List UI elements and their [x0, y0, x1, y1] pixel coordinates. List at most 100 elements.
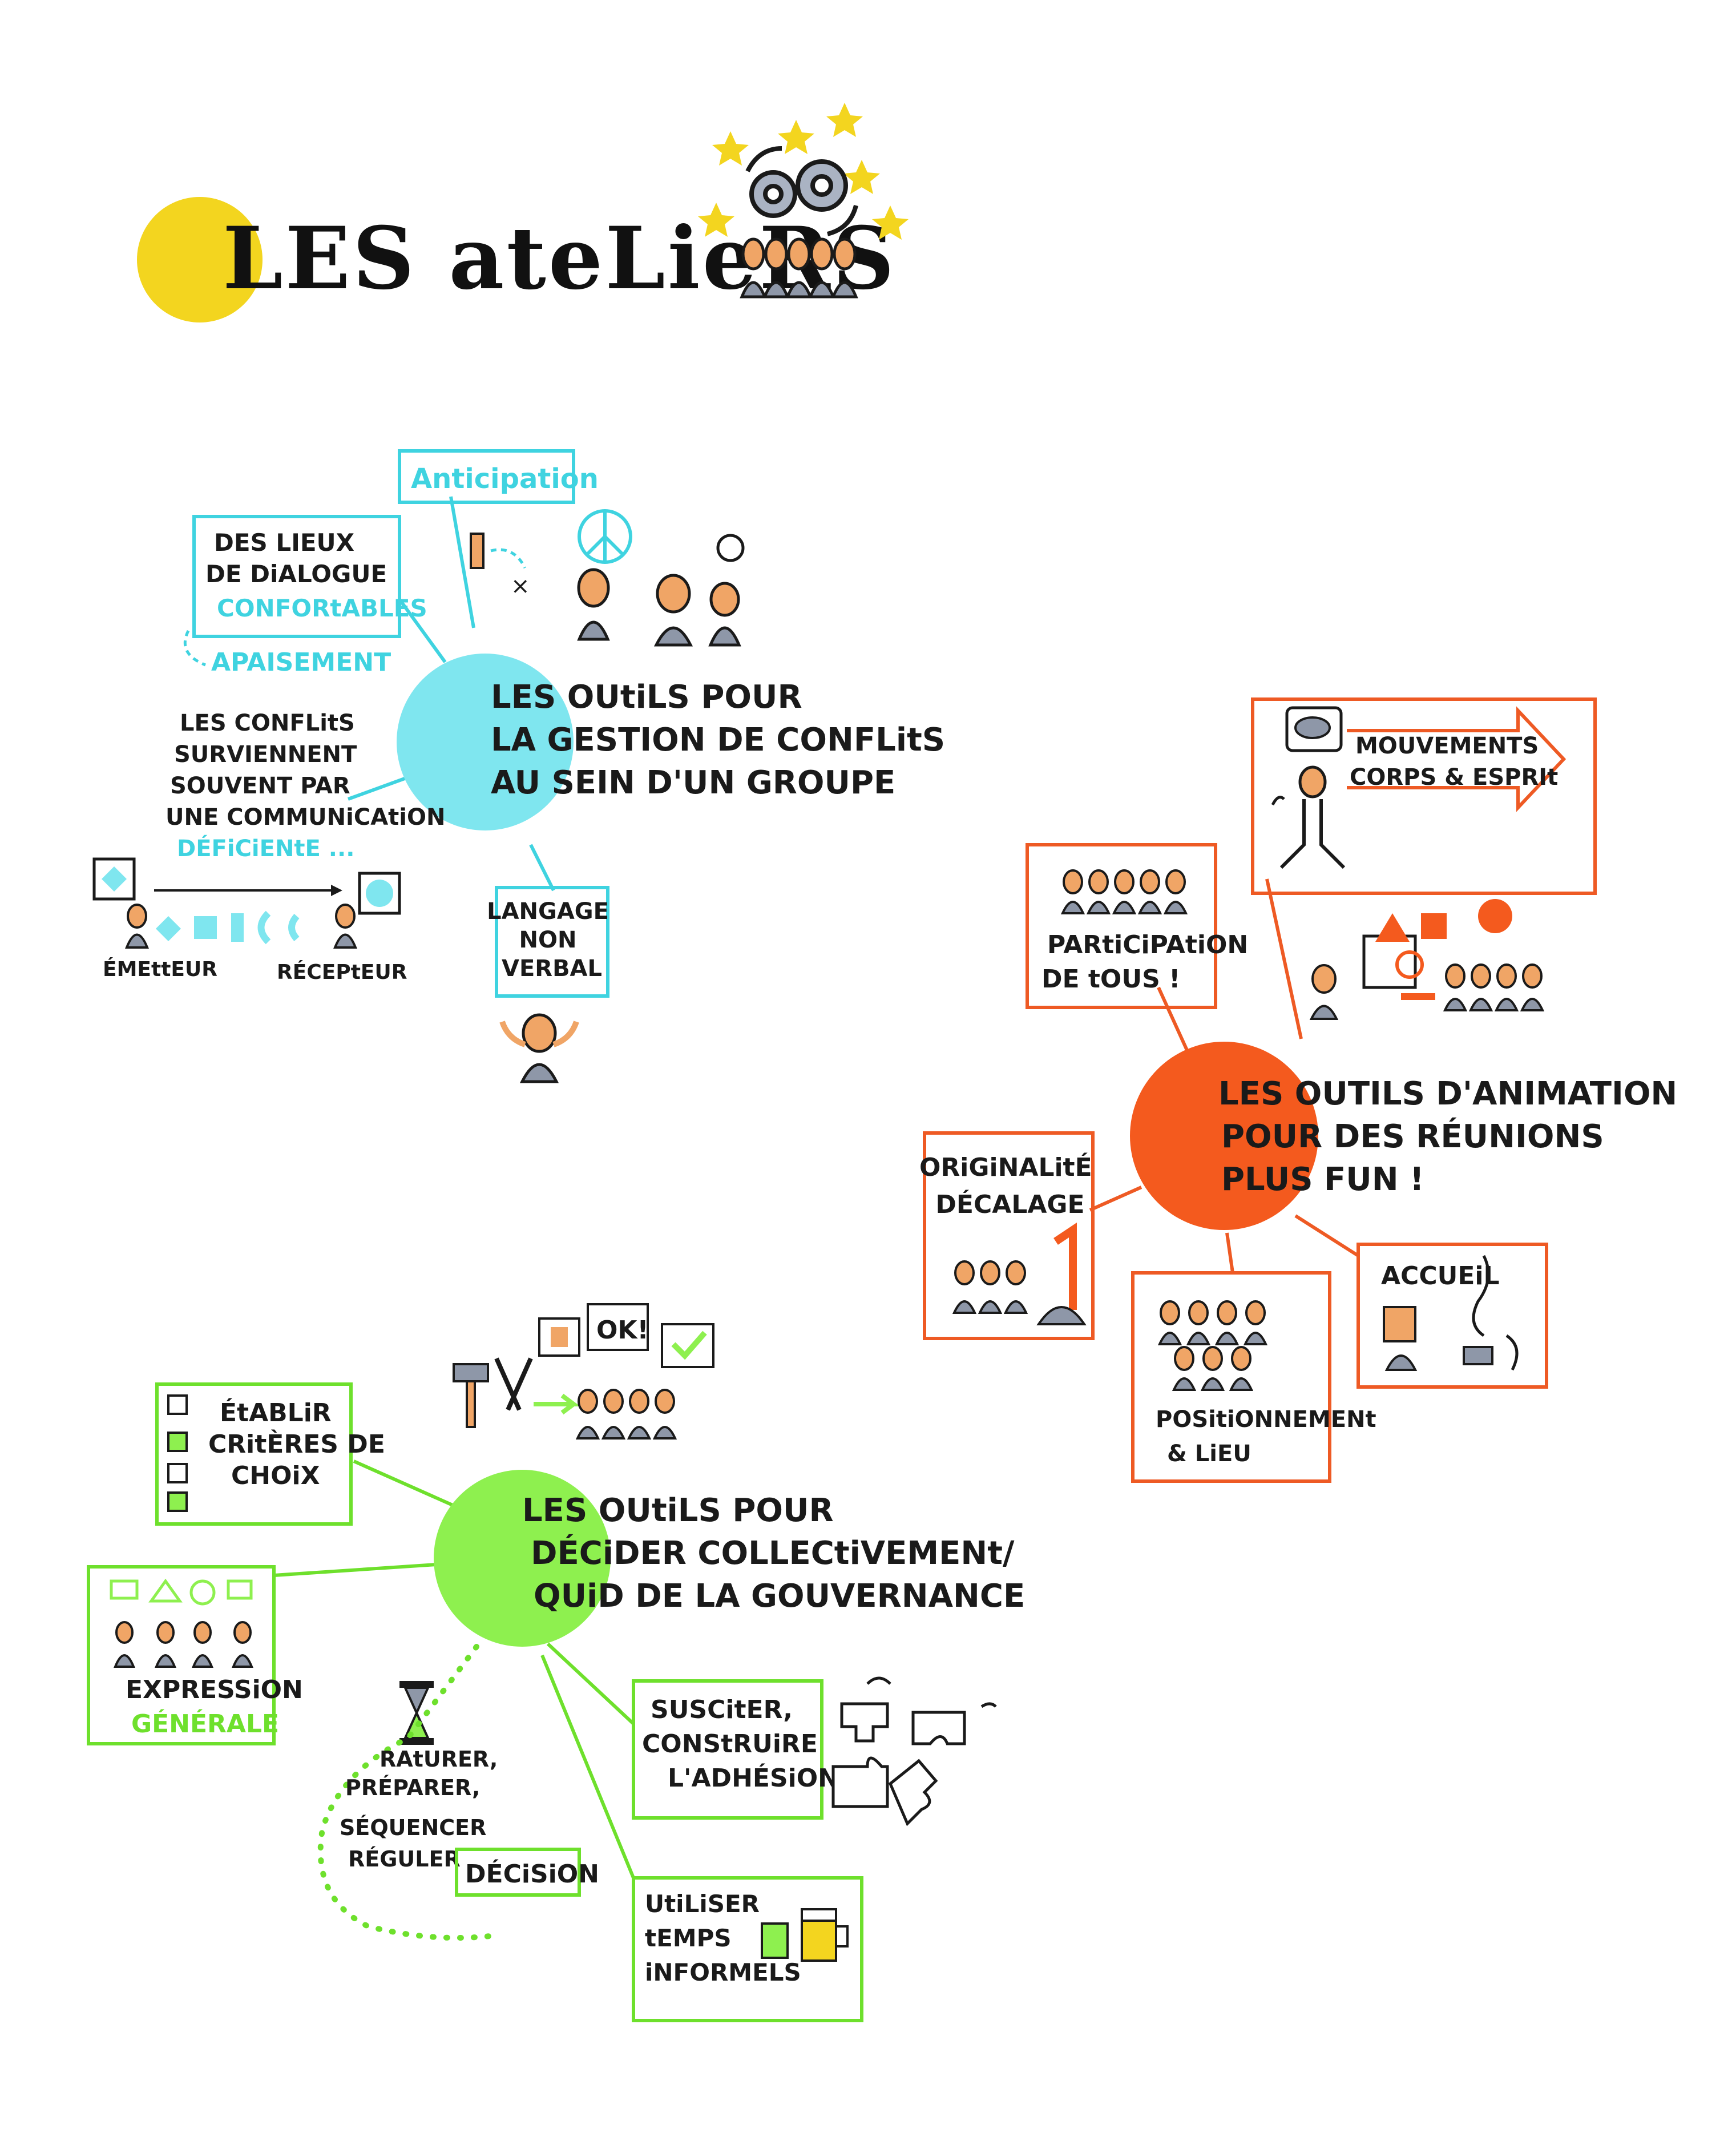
- gesturing-person-icon: [499, 1013, 579, 1083]
- nonverbal-box: [495, 886, 609, 998]
- criteria-line-2: CRitÈRES DE: [208, 1429, 385, 1459]
- criteria-line-1: ÉtABLiR: [220, 1397, 332, 1428]
- positioning-crowd-icon: [1157, 1300, 1268, 1391]
- process-line-4: RÉGULER: [348, 1846, 461, 1872]
- welcome-label: ACCUEiL: [1381, 1261, 1500, 1291]
- conflicts-center-line-2: LA GESTION DE CONFLitS: [491, 721, 945, 759]
- stars-icon: [698, 103, 909, 240]
- process-text: RAtURER, PRÉPARER, SÉQUENCER RÉGULER: [340, 1747, 506, 1872]
- expression-line-1: EXPRESSiON: [126, 1675, 303, 1704]
- animation-cluster: LES OUTILS D'ANIMATION POUR DES RÉUNIONS…: [919, 697, 1677, 1483]
- originality-box: [923, 1131, 1095, 1340]
- decision-label: DÉCiSiON: [465, 1858, 599, 1889]
- title-block: LES ateLieRS: [137, 103, 909, 322]
- adhesion-text: SUSCitER, CONStRUiRE L'ADHÉSiON: [642, 1695, 839, 1793]
- dialogue-highlight: CONFORtABLES: [217, 594, 427, 622]
- conflicts-connectors: [347, 496, 555, 892]
- originality-text: ORiGiNALitÉ DÉCALAGE: [919, 1152, 1101, 1219]
- informal-box: [632, 1876, 863, 2022]
- title-yellow-dot: [137, 197, 263, 322]
- communication-text: LES CONFLitS SURVIENNENT SOUVENT PAR UNE…: [165, 710, 445, 830]
- dialogue-line-2: DE DiALOGUE: [205, 560, 387, 588]
- gears-icon: [745, 146, 858, 236]
- anticipation-label: Anticipation: [411, 463, 599, 495]
- conflicts-center-line-3: AU SEIN D'UN GROUPE: [491, 764, 895, 801]
- participation-crowd-icon: [1060, 869, 1188, 914]
- nonverbal-text: LANGAGE NON VERBAL: [487, 898, 617, 982]
- adhesion-line-2: CONStRUiRE: [642, 1729, 818, 1759]
- receiver-label: RÉCEPtEUR: [277, 960, 407, 984]
- adhesion-line-3: L'ADHÉSiON: [668, 1763, 839, 1793]
- decision-center-line-2: DÉCiDER COLLECtiVEMENt/: [531, 1534, 1015, 1572]
- movements-line-1: MOUVEMENTS: [1355, 733, 1539, 759]
- speech-bubbles-people-icon: [110, 1578, 253, 1668]
- welcome-box: [1356, 1243, 1548, 1389]
- participation-line-1: PARtiCiPAtiON: [1047, 930, 1248, 959]
- coffee-welcome-icon: [1383, 1255, 1519, 1371]
- originality-line-1: ORiGiNALitÉ: [919, 1152, 1092, 1182]
- animation-center-line-1: LES OUTILS D'ANIMATION: [1218, 1075, 1677, 1112]
- decision-center-circle: [434, 1470, 611, 1647]
- decision-center-line-1: LES OUtiLS POUR: [522, 1492, 834, 1529]
- conflicts-center-line-1: LES OUtiLS POUR: [491, 679, 802, 716]
- tools-decision-icon: OK!: [453, 1303, 714, 1440]
- conflicts-center-circle: [397, 654, 574, 830]
- process-line-2: PRÉPARER,: [345, 1775, 480, 1800]
- drinks-icon: [761, 1908, 849, 1962]
- decision-connectors: [273, 1459, 635, 1879]
- informal-line-3: iNFORMELS: [645, 1958, 801, 1986]
- ok-bubble-text: OK!: [596, 1316, 649, 1345]
- adhesion-line-1: SUSCitER,: [651, 1695, 793, 1724]
- communication-highlight: DÉFiCiENtE ...: [177, 834, 354, 862]
- informal-line-2: tEMPS: [645, 1924, 732, 1952]
- participation-line-2: DE tOUS !: [1041, 965, 1180, 994]
- animation-connectors: [1089, 878, 1359, 1273]
- communication-line-4: UNE COMMUNiCAtiON: [165, 804, 445, 830]
- animation-center-line-2: POUR DES RÉUNIONS: [1221, 1118, 1604, 1155]
- positioning-line-2: & LiEU: [1167, 1441, 1251, 1467]
- informal-text: UtiLiSER tEMPS iNFORMELS: [645, 1890, 801, 1986]
- expression-line-2: GÉNÉRALE: [131, 1708, 279, 1739]
- animation-center-circle: [1130, 1042, 1318, 1230]
- conflicts-cluster: LES OUtiLS POUR LA GESTION DE CONFLitS A…: [92, 449, 956, 1083]
- communication-line-2: SURVIENNENT: [174, 741, 357, 768]
- criteria-box: [155, 1382, 353, 1526]
- process-line-1: RAtURER,: [380, 1747, 498, 1772]
- movements-line-2: CORPS & ESPRIt: [1350, 764, 1558, 791]
- adhesion-box: [632, 1679, 823, 1820]
- animation-center-line-3: PLUS FUN !: [1221, 1161, 1424, 1198]
- decision-center-line-3: QUiD DE LA GOUVERNANCE: [534, 1578, 1025, 1615]
- positioning-line-1: POSitiONNEMENt: [1156, 1406, 1376, 1433]
- apaisement-arrow: [183, 630, 206, 667]
- emitter-label: ÉMEttEUR: [103, 957, 217, 981]
- movements-text: MOUVEMENTS CORPS & ESPRIt: [1350, 733, 1558, 791]
- svg-text:×: ×: [511, 573, 530, 599]
- conflicts-center-text: LES OUtiLS POUR LA GESTION DE CONFLitS A…: [491, 679, 956, 801]
- criteria-line-3: CHOiX: [231, 1461, 320, 1490]
- apaisement-label: APAISEMENT: [211, 648, 391, 677]
- decision-cluster: LES OUtiLS POUR DÉCiDER COLLECtiVEMENt/ …: [87, 1303, 1026, 2022]
- expression-box: [87, 1565, 276, 1745]
- positioning-text: POSitiONNEMENt & LiEU: [1156, 1406, 1384, 1467]
- informal-line-1: UtiLiSER: [645, 1890, 760, 1918]
- originality-line-2: DÉCALAGE: [935, 1189, 1084, 1219]
- decision-label-box: [455, 1848, 581, 1897]
- giraffe-crowd-icon: [952, 1222, 1087, 1325]
- criteria-text: ÉtABLiR CRitÈRES DE CHOiX: [208, 1397, 394, 1490]
- positioning-box: [1131, 1271, 1331, 1483]
- signal-transmission-icon: [92, 857, 401, 949]
- participation-box: [1026, 843, 1217, 1009]
- surprise-box-icon: [1309, 899, 1545, 1020]
- communication-line-1: LES CONFLitS: [180, 710, 355, 736]
- anticipation-box: [398, 449, 575, 504]
- movements-box: [1251, 697, 1597, 895]
- checkbox-list-icon: [167, 1394, 188, 1512]
- movements-arrow: [1347, 706, 1567, 812]
- decision-center-text: LES OUtiLS POUR DÉCiDER COLLECtiVEMENt/ …: [522, 1492, 1026, 1615]
- puzzle-pieces-icon: [831, 1676, 997, 1826]
- group-people-icon: [740, 237, 858, 299]
- communication-line-3: SOUVENT PAR: [170, 773, 350, 799]
- dialogue-line-1: DES LIEUX: [214, 529, 354, 557]
- participation-text: PARtiCiPAtiON DE tOUS !: [1041, 930, 1257, 994]
- process-line-3: SÉQUENCER: [340, 1815, 486, 1840]
